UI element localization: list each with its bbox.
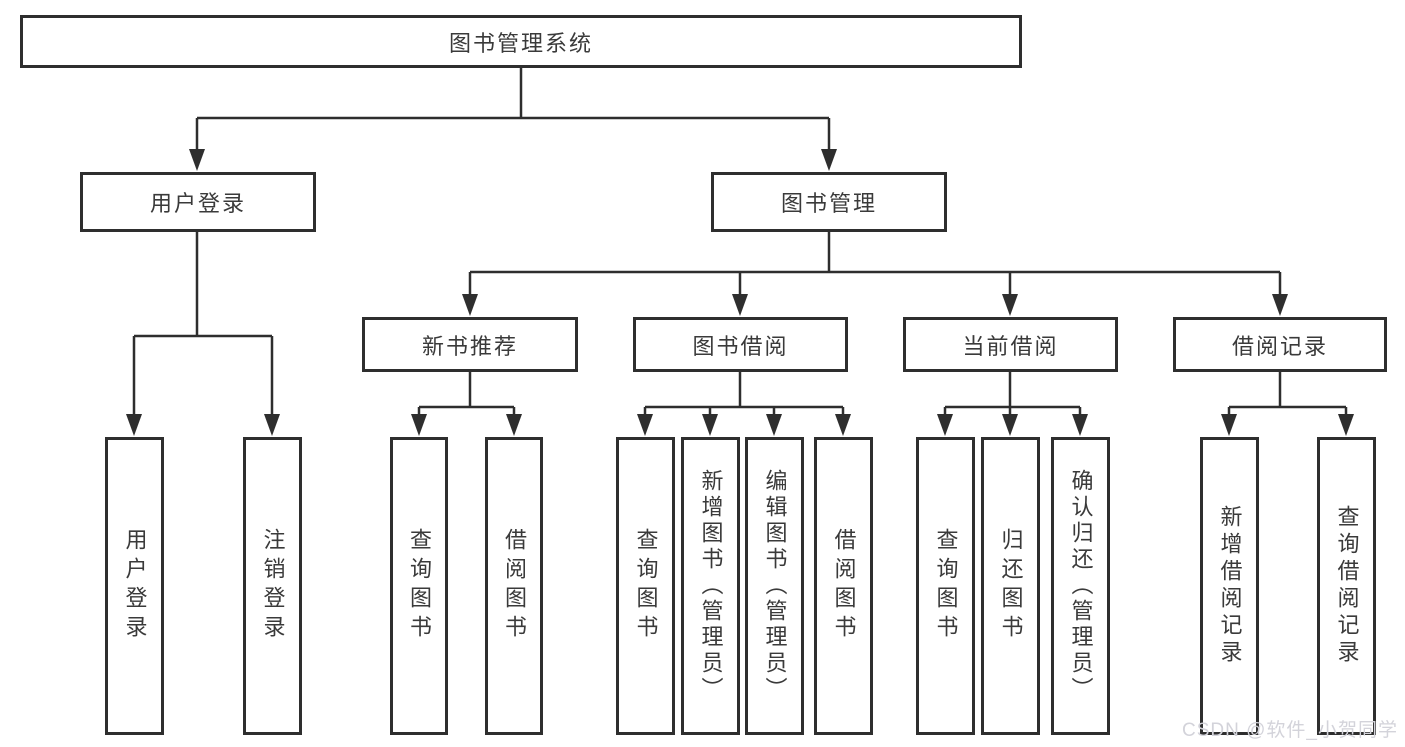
node-label: 图书管理 [780,191,877,216]
node-new-book-recommendation: 新书推荐 [362,317,578,372]
node-return-books: 归还图书 [981,437,1040,735]
node-user-login-leaf: 用户登录 [105,437,164,735]
node-borrow-books-recommend: 借阅图书 [485,437,543,735]
node-label: 借阅图书 [502,528,527,644]
node-library-management-system: 图书管理系统 [20,15,1022,68]
node-query-books-borrowing: 查询图书 [616,437,675,735]
node-label: 注销登录 [260,528,286,644]
node-label: 借阅记录 [1231,333,1328,359]
watermark: CSDN @软件_小贺同学 [1182,720,1398,741]
node-label: 新增图书（管理员） [698,469,724,703]
node-label: 用户登录 [149,191,246,216]
node-add-borrow-record: 新增借阅记录 [1200,437,1259,735]
node-label: 新书推荐 [421,333,518,359]
node-label: 图书借阅 [692,333,789,359]
node-current-borrowing: 当前借阅 [903,317,1118,372]
node-label: 当前借阅 [962,333,1059,359]
node-label: 新增借阅记录 [1217,505,1243,667]
node-logout: 注销登录 [243,437,302,735]
node-label: 查询图书 [933,528,959,644]
node-edit-books-admin: 编辑图书（管理员） [745,437,804,735]
node-label: 归还图书 [998,528,1024,644]
node-book-management: 图书管理 [711,172,947,232]
node-query-books-recommend: 查询图书 [390,437,448,735]
node-query-books-current: 查询图书 [916,437,975,735]
node-label: 借阅图书 [831,528,857,644]
node-label: 用户登录 [122,528,148,644]
node-label: 查询借阅记录 [1334,505,1360,667]
node-book-borrowing: 图书借阅 [633,317,848,372]
node-label: 查询图书 [407,528,432,644]
node-label: 查询图书 [633,528,659,644]
node-user-login: 用户登录 [80,172,316,232]
node-confirm-return-admin: 确认归还（管理员） [1051,437,1110,735]
node-label: 图书管理系统 [448,30,593,56]
node-borrowing-records: 借阅记录 [1173,317,1387,372]
node-borrow-books: 借阅图书 [814,437,873,735]
node-add-books-admin: 新增图书（管理员） [681,437,740,735]
node-label: 编辑图书（管理员） [762,469,788,703]
node-label: 确认归还（管理员） [1068,469,1094,703]
node-query-borrow-record: 查询借阅记录 [1317,437,1376,735]
